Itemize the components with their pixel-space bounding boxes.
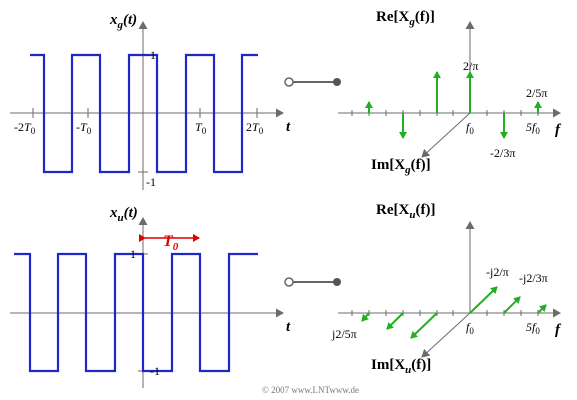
tick-label-T0: T0 bbox=[195, 120, 207, 136]
connector-open-dot bbox=[284, 77, 294, 87]
val-j2-over-5pi: j2/5π bbox=[331, 327, 357, 341]
val-minus-j2-over-3pi: -j2/3π bbox=[519, 271, 548, 285]
period-label: T0 bbox=[163, 233, 179, 253]
even-square-wave bbox=[30, 53, 258, 174]
connector-top bbox=[284, 77, 341, 87]
ylabel-xg: xg(t) bbox=[109, 12, 137, 31]
val-minus-j2-over-pi: -j2/π bbox=[486, 265, 509, 279]
5f0-label: 5f0 bbox=[526, 120, 540, 136]
connector-bottom bbox=[284, 277, 341, 287]
line-3f0 bbox=[503, 296, 521, 314]
tick-label-minus-2T0: -2T0 bbox=[14, 120, 36, 136]
line-f0 bbox=[469, 286, 498, 314]
re-label-g: Re[Xg(f)] bbox=[376, 9, 435, 28]
im-label-g: Im[Xg(f)] bbox=[371, 157, 431, 176]
connector-filled-dot bbox=[333, 78, 341, 86]
f-axis-label: f bbox=[555, 122, 562, 138]
im-axis bbox=[421, 112, 471, 158]
f0-label: f0 bbox=[466, 120, 474, 136]
val-2-over-5pi: 2/5π bbox=[526, 86, 547, 100]
val-minus-2-over-3pi: -2/3π bbox=[490, 146, 515, 160]
connector-open-dot bbox=[284, 277, 294, 287]
re-label-u: Re[Xu(f)] bbox=[376, 202, 435, 221]
5f0-label: 5f0 bbox=[526, 320, 540, 336]
tick-label-2T0: 2T0 bbox=[246, 120, 264, 136]
odd-square-wave bbox=[14, 252, 258, 373]
im-axis bbox=[421, 312, 471, 358]
val-2-over-pi: 2/π bbox=[463, 59, 478, 73]
connector-filled-dot bbox=[333, 278, 341, 286]
ylabel-xu: xu(t) bbox=[109, 205, 138, 224]
im-label-u: Im[Xu(f)] bbox=[371, 357, 431, 376]
tick-label-minus-T0: -T0 bbox=[76, 120, 92, 136]
y-minus-one-label: -1 bbox=[150, 364, 160, 378]
top-right-spectrum: Re[Xg(f)] Im[Xg(f)] f 2/π 2/5π -2/3π f0 … bbox=[338, 9, 562, 176]
y-one-label: 1 bbox=[150, 48, 156, 62]
f-axis-label: f bbox=[555, 322, 562, 338]
bottom-left-plot: xu(t) 1 -1 t T0 bbox=[10, 205, 291, 388]
line-minus-f0 bbox=[410, 312, 438, 339]
y-minus-one-label: -1 bbox=[146, 175, 156, 189]
bottom-right-spectrum: Re[Xu(f)] Im[Xu(f)] f -j2/π -j2/3π j2/5π… bbox=[331, 202, 562, 376]
copyright-text: © 2007 www.LNTwww.de bbox=[262, 385, 359, 395]
line-minus-3f0 bbox=[386, 312, 404, 330]
f0-label: f0 bbox=[466, 320, 474, 336]
line-minus-5f0 bbox=[361, 312, 370, 322]
y-one-label: 1 bbox=[130, 247, 136, 261]
xlabel-t: t bbox=[286, 119, 291, 135]
xlabel-t: t bbox=[286, 319, 291, 335]
top-left-plot: xg(t) 1 -1 t -2T0 -T0 T0 2T0 bbox=[10, 12, 291, 190]
line-5f0 bbox=[537, 304, 547, 314]
